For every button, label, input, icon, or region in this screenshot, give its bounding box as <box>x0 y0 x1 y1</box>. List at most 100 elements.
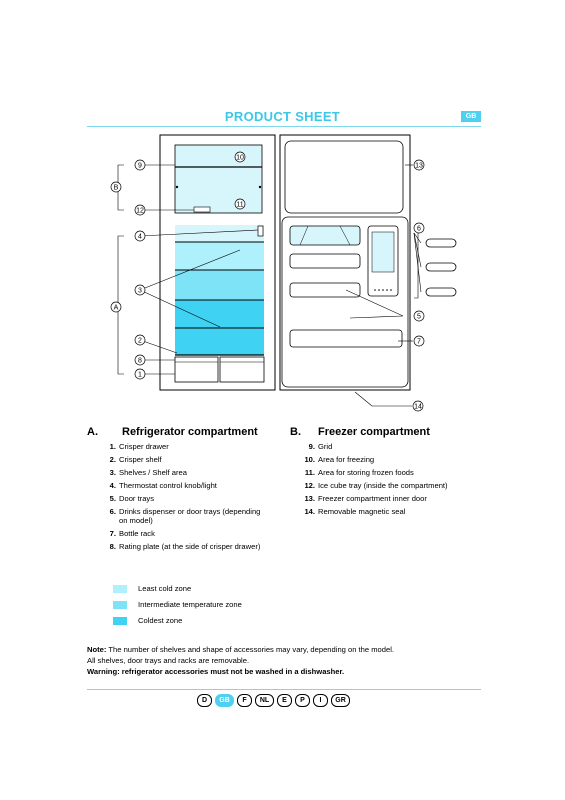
item-text: Crisper shelf <box>119 455 162 464</box>
list-item: 4.Thermostat control knob/light <box>90 481 270 490</box>
item-text: Grid <box>318 442 333 451</box>
callout-11: 11 <box>236 202 243 209</box>
legend-label: Least cold zone <box>138 584 192 593</box>
ice-cube-tray <box>193 206 211 213</box>
item-text: Drinks dispenser or door trays (dependin… <box>119 507 261 525</box>
list-item: 14.Removable magnetic seal <box>289 507 489 516</box>
item-number: 3. <box>109 468 116 477</box>
language-option-d[interactable]: D <box>197 694 212 707</box>
language-tag: GB <box>461 111 481 122</box>
list-item: 8.Rating plate (at the side of crisper d… <box>90 542 270 551</box>
item-text: Rating plate (at the side of crisper dra… <box>119 542 261 551</box>
language-option-p[interactable]: P <box>295 694 310 707</box>
list-item: 5.Door trays <box>90 494 270 503</box>
item-text: Crisper drawer <box>119 442 169 451</box>
callout-12: 12 <box>136 208 144 215</box>
item-number: 14. <box>304 507 315 516</box>
list-item: 1.Crisper drawer <box>90 442 270 451</box>
item-number: 2. <box>109 455 116 464</box>
freezer-inner-door <box>284 140 404 214</box>
notes-block: Note: The number of shelves and shape of… <box>87 644 487 677</box>
thermostat-knob <box>257 225 264 237</box>
language-option-i[interactable]: I <box>313 694 328 707</box>
callout-7: 7 <box>417 339 421 346</box>
list-item: 7.Bottle rack <box>90 529 270 538</box>
callout-4: 4 <box>138 234 142 241</box>
door-tray-3 <box>289 282 361 298</box>
list-item: 6.Drinks dispenser or door trays (depend… <box>90 507 270 525</box>
bottle-rack <box>289 329 403 348</box>
freezer-compartment <box>174 144 263 214</box>
list-item: 13.Freezer compartment inner door <box>289 494 489 503</box>
crisper-drawer-right <box>219 356 265 383</box>
section-b-letter: B. <box>290 426 301 438</box>
item-number: 9. <box>308 442 315 451</box>
door-tray-2 <box>289 253 361 269</box>
list-item: 10.Area for freezing <box>289 455 489 464</box>
zone-top <box>175 225 264 242</box>
section-a-letter: A. <box>87 426 98 438</box>
item-text: Freezer compartment inner door <box>318 494 427 503</box>
item-number: 4. <box>109 481 116 490</box>
list-item: 3.Shelves / Shelf area <box>90 468 270 477</box>
fridge-diagram: 9 B 12 10 11 13 6 4 A 3 5 2 7 8 1 14 <box>110 134 457 412</box>
item-text: Shelves / Shelf area <box>119 468 187 477</box>
list-item: 11.Area for storing frozen foods <box>289 468 489 477</box>
item-number: 10. <box>304 455 315 464</box>
language-option-gb[interactable]: GB <box>215 694 234 707</box>
top-divider <box>87 126 481 127</box>
callout-B: B <box>114 185 119 192</box>
callout-2: 2 <box>138 338 142 345</box>
list-item: 9.Grid <box>289 442 489 451</box>
list-item: 2.Crisper shelf <box>90 455 270 464</box>
callout-13: 13 <box>415 163 423 170</box>
removable-line: All shelves, door trays and racks are re… <box>87 656 250 665</box>
callout-9: 9 <box>138 163 142 170</box>
item-text: Door trays <box>119 494 155 503</box>
item-text: Area for freezing <box>318 455 375 464</box>
item-number: 5. <box>109 494 116 503</box>
callout-1: 1 <box>138 372 142 379</box>
item-number: 8. <box>109 542 116 551</box>
callout-8: 8 <box>138 358 142 365</box>
warning-line: Warning: refrigerator accessories must n… <box>87 667 345 676</box>
callout-A: A <box>114 305 119 312</box>
item-number: 6. <box>109 507 116 516</box>
language-option-gr[interactable]: GR <box>331 694 350 707</box>
crisper-drawer-left <box>174 356 219 383</box>
list-item: 12.Ice cube tray (inside the compartment… <box>289 481 489 490</box>
legend-label: Intermediate temperature zone <box>138 600 242 609</box>
door-tray-1 <box>289 225 361 246</box>
item-number: 7. <box>109 529 116 538</box>
section-a-title: Refrigerator compartment <box>122 426 258 438</box>
item-text: Thermostat control knob/light <box>119 481 217 490</box>
item-number: 11. <box>304 468 315 477</box>
coldest-swatch <box>113 617 127 625</box>
bottom-divider <box>87 689 481 690</box>
item-number: 12. <box>304 481 315 490</box>
note-line: Note: The number of shelves and shape of… <box>87 645 395 654</box>
least-cold-swatch <box>113 585 127 593</box>
language-option-f[interactable]: F <box>237 694 252 707</box>
item-text: Ice cube tray (inside the compartment) <box>318 481 448 490</box>
intermediate-swatch <box>113 601 127 609</box>
item-text: Bottle rack <box>119 529 155 538</box>
section-b-title: Freezer compartment <box>318 426 430 438</box>
item-number: 13. <box>304 494 315 503</box>
item-text: Area for storing frozen foods <box>318 468 414 477</box>
callout-5: 5 <box>417 314 421 321</box>
language-option-nl[interactable]: NL <box>255 694 274 707</box>
callout-3: 3 <box>138 288 142 295</box>
item-number: 1. <box>109 442 116 451</box>
item-text: Removable magnetic seal <box>318 507 406 516</box>
legend-label: Coldest zone <box>138 616 183 625</box>
callout-14: 14 <box>414 404 422 411</box>
page-title: PRODUCT SHEET <box>224 109 341 124</box>
language-option-e[interactable]: E <box>277 694 292 707</box>
callout-6: 6 <box>417 226 421 233</box>
callout-10: 10 <box>236 155 244 162</box>
zone-intermediate <box>175 270 264 300</box>
zone-least-cold <box>175 242 264 270</box>
